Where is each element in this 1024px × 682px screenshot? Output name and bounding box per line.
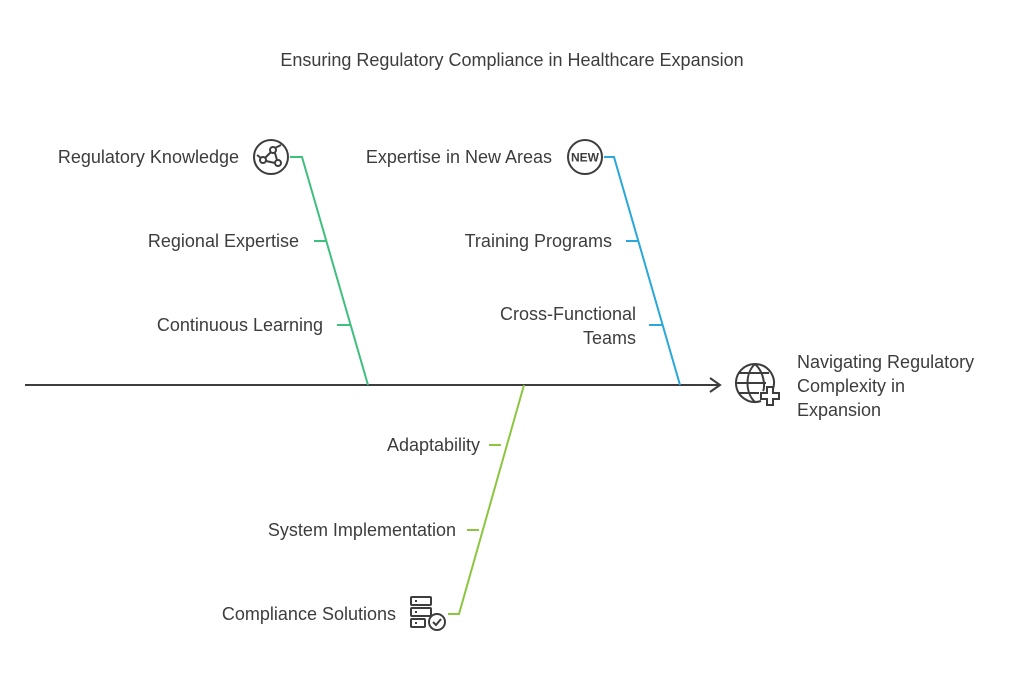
spine-arrowhead (709, 377, 722, 393)
globe-plus-icon (735, 363, 780, 406)
label-training-programs: Training Programs (464, 231, 612, 251)
outcome-label: Navigating Regulatory Complexity in Expa… (797, 350, 974, 422)
branch-adaptability-bone (448, 384, 525, 615)
label-compliance-solutions: Compliance Solutions (221, 604, 396, 624)
label-continuous-learning: Continuous Learning (156, 315, 323, 335)
outcome-line-2: Complexity in (797, 376, 906, 396)
server-check-icon (410, 596, 446, 631)
label-adaptability: Adaptability (386, 435, 480, 455)
label-system-implementation: System Implementation (267, 520, 456, 540)
new-badge-text: NEW (571, 151, 600, 165)
label-regulatory-knowledge: Regulatory Knowledge (57, 147, 239, 167)
label-expertise-new-areas: Expertise in New Areas (365, 147, 552, 167)
outcome-line-1: Navigating Regulatory (797, 352, 975, 372)
diagram-title: Ensuring Regulatory Compliance in Health… (280, 50, 744, 70)
label-cross-functional-line-1: Cross-Functional (499, 304, 636, 324)
new-badge-icon: NEW (567, 139, 603, 175)
outcome-line-3: Expansion (797, 400, 882, 420)
network-icon (253, 139, 289, 175)
label-cross-functional-line-2: Teams (582, 328, 636, 348)
branch-expertise-bone (604, 156, 681, 386)
label-cross-functional-teams: Cross-Functional Teams (500, 302, 636, 350)
label-regional-expertise: Regional Expertise (147, 231, 299, 251)
branch-knowledge-bone (290, 156, 369, 386)
